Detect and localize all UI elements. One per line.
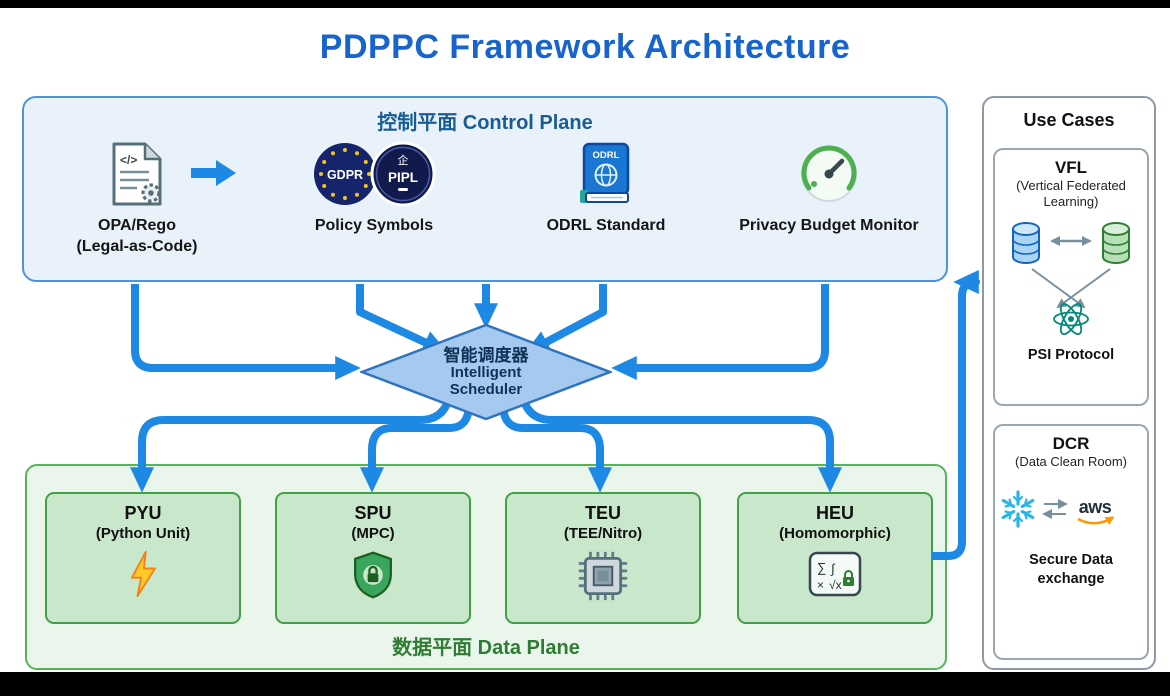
svg-text:√x: √x <box>829 578 842 592</box>
item-label: Policy Symbols <box>314 217 434 234</box>
exchange-arrows-icon <box>1042 499 1068 520</box>
lightning-icon <box>130 551 156 598</box>
control-item-policy-symbols: GDPR 企 PIPL Policy Symbols <box>274 138 474 237</box>
control-item-odrl: ODRL ODRL Standard <box>516 138 696 237</box>
unit-name: TEU <box>585 503 621 523</box>
federated-learning-graphic <box>1012 221 1130 335</box>
unit-subtitle: (Python Unit) <box>95 524 191 542</box>
dcr-name: DCR <box>1052 434 1090 453</box>
flow-right-arrow-icon <box>191 160 236 186</box>
data-exchange-graphic: aws <box>1001 490 1115 528</box>
odrl-book-icon: ODRL <box>580 142 630 203</box>
control-plane-title: 控制平面 Control Plane <box>377 112 593 134</box>
dcr-subtitle: (Data Clean Room) <box>1015 454 1127 469</box>
unit-spu: SPU (MPC) <box>275 492 471 624</box>
pipl-badge-icon: 企 PIPL <box>370 141 436 207</box>
math-lock-icon: ∑ ∫ × √x <box>808 552 862 597</box>
database-icon-blue <box>1012 221 1040 264</box>
svg-text:企: 企 <box>398 153 409 167</box>
scheduler-title-en1: Intelligent <box>450 363 522 381</box>
snowflake-icon <box>1001 490 1035 528</box>
aws-logo: aws <box>1077 497 1115 526</box>
control-item-opa-rego: </> OPA/Rego (Legal-as-Code) <box>52 138 236 258</box>
letterbox-bottom <box>0 672 1170 696</box>
scheduler-title-en2: Scheduler <box>449 380 523 398</box>
scheduler-title-zh: 智能调度器 <box>443 345 529 365</box>
letterbox-top <box>0 0 1170 8</box>
svg-text:PIPL: PIPL <box>388 170 418 185</box>
database-icon-green <box>1102 221 1130 264</box>
shield-lock-icon <box>354 551 392 599</box>
vfl-subtitle: (Vertical Federated <box>1016 178 1126 193</box>
control-item-privacy-budget: Privacy Budget Monitor <box>724 138 934 237</box>
vfl-subtitle2: Learning) <box>1043 194 1099 210</box>
psi-protocol-label: PSI Protocol <box>1027 346 1115 363</box>
unit-subtitle: (MPC) <box>351 524 395 542</box>
unit-subtitle: (TEE/Nitro) <box>563 524 643 542</box>
vfl-name: VFL <box>1054 158 1088 177</box>
unit-name: SPU <box>354 503 392 523</box>
eu-stars <box>319 148 371 200</box>
unit-pyu: PYU (Python Unit) <box>45 492 241 624</box>
use-cases-panel: Use Cases VFL (Vertical Federated Learni… <box>982 96 1156 670</box>
unit-subtitle: (Homomorphic) <box>779 524 891 542</box>
use-cases-title: Use Cases <box>1023 110 1115 130</box>
item-label: ODRL Standard <box>546 217 666 234</box>
svg-text:×: × <box>817 578 824 592</box>
svg-text:∫: ∫ <box>830 561 836 576</box>
svg-text:GDPR: GDPR <box>327 168 363 182</box>
svg-text:ODRL: ODRL <box>593 150 620 161</box>
unit-heu: HEU (Homomorphic) ∑ ∫ × √x <box>737 492 933 624</box>
atom-icon <box>1053 302 1089 335</box>
dcr-caption: Secure Data exchange <box>1029 552 1113 588</box>
unit-name: PYU <box>124 503 162 523</box>
gdpr-badge-icon: GDPR <box>314 143 376 205</box>
page-title: PDPPC Framework Architecture <box>319 28 851 66</box>
item-label: Privacy Budget Monitor <box>739 217 919 234</box>
gauge-icon <box>801 145 857 202</box>
svg-text:</>: </> <box>120 153 137 167</box>
lock-icon <box>844 570 853 578</box>
data-plane-title: 数据平面 Data Plane <box>392 637 580 659</box>
intelligent-scheduler: 智能调度器 Intelligent Scheduler <box>358 323 614 421</box>
item-sublabel: (Legal-as-Code) <box>76 237 198 255</box>
data-plane-box: PYU (Python Unit) SPU (MPC) TEU <box>25 464 947 670</box>
svg-text:∑: ∑ <box>817 560 826 575</box>
svg-text:aws: aws <box>1079 497 1112 517</box>
chip-icon <box>578 552 628 601</box>
use-case-dcr: DCR (Data Clean Room) <box>993 424 1149 660</box>
legal-code-document-icon: </> <box>112 142 162 206</box>
item-label: OPA/Rego <box>98 217 176 234</box>
use-case-vfl: VFL (Vertical Federated Learning) <box>993 148 1149 406</box>
unit-teu: TEU (TEE/Nitro) <box>505 492 701 624</box>
unit-name: HEU <box>815 503 854 523</box>
control-plane-box: 控制平面 Control Plane </> OPA/Rego <box>22 96 948 282</box>
